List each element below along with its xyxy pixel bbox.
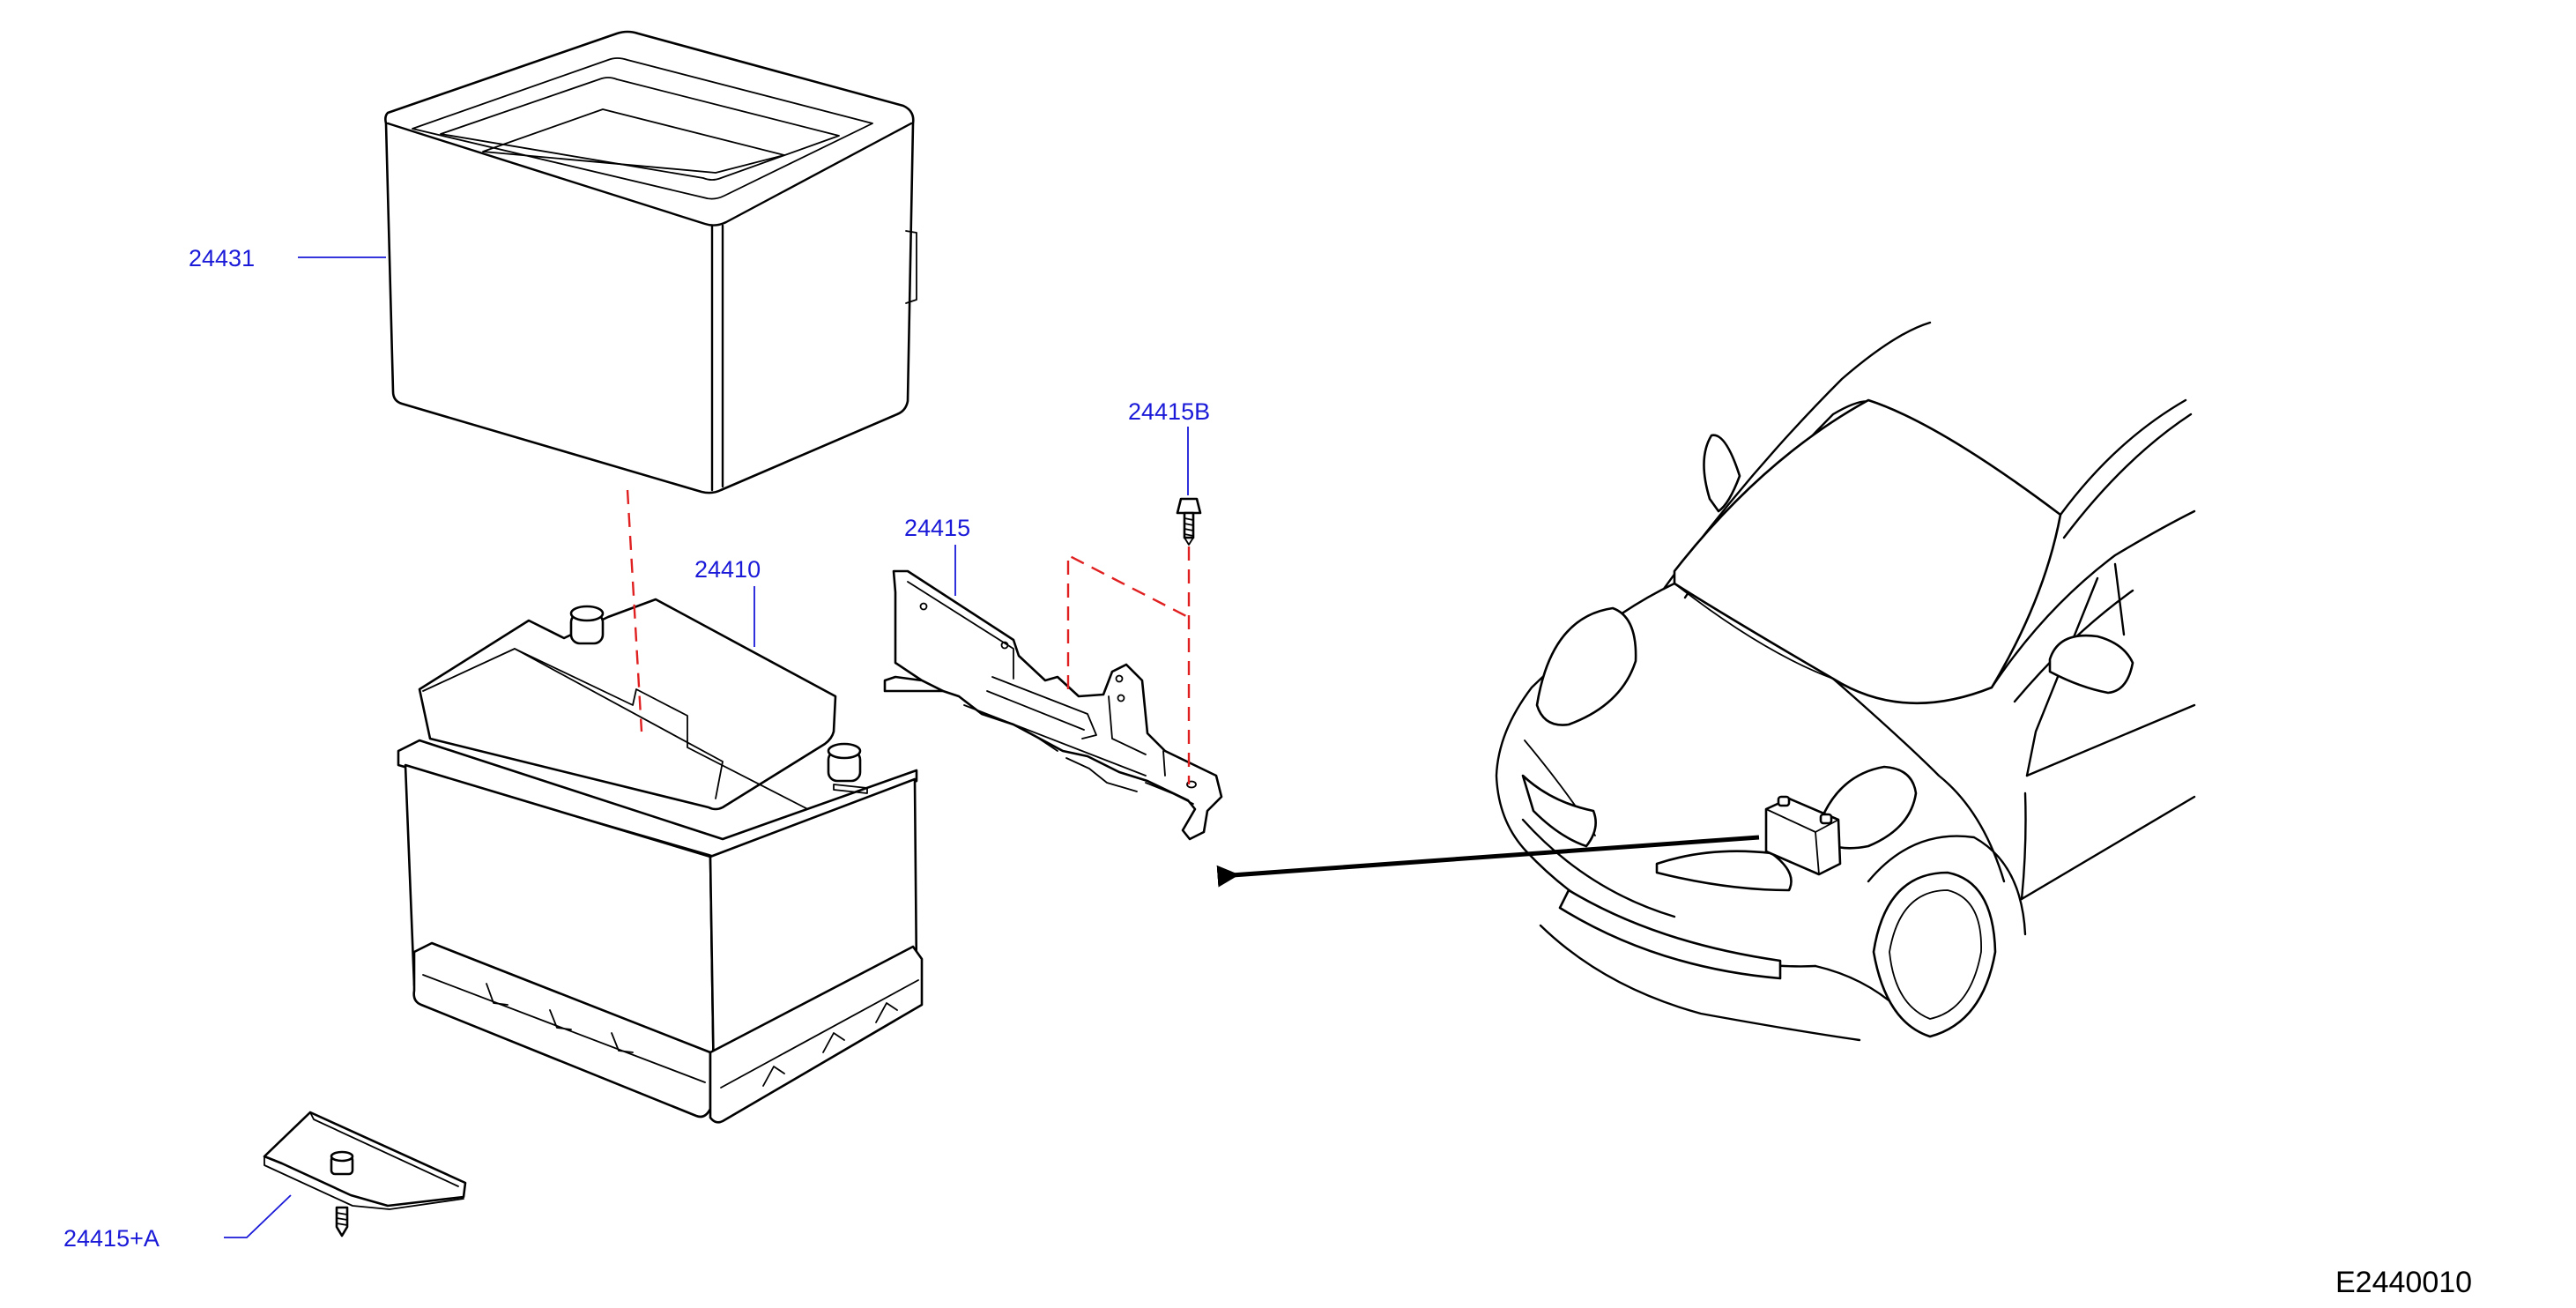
bracket-part-number[interactable]: 24415: [904, 515, 970, 541]
hold-down-clamp-drawing[interactable]: [263, 1111, 467, 1237]
location-arrow: [1216, 835, 1760, 888]
battery-drawing[interactable]: [397, 598, 924, 1124]
battery-cover-drawing[interactable]: [384, 30, 917, 494]
battery-bracket-drawing[interactable]: [883, 569, 1223, 841]
vehicle-battery-location: [1764, 795, 1842, 876]
bolt-drawing[interactable]: [1176, 497, 1202, 546]
bolt-part-number[interactable]: 24415B: [1128, 398, 1210, 425]
assembly-guides: [626, 489, 1191, 784]
cover-part-number[interactable]: 24431: [189, 245, 255, 271]
illustration-code: E2440010: [2335, 1266, 2472, 1299]
leader-lines: [224, 256, 1189, 1238]
vehicle-drawing: [1495, 321, 2196, 1042]
battery-part-number[interactable]: 24410: [694, 556, 761, 583]
clamp-part-number[interactable]: 24415+A: [63, 1225, 160, 1252]
